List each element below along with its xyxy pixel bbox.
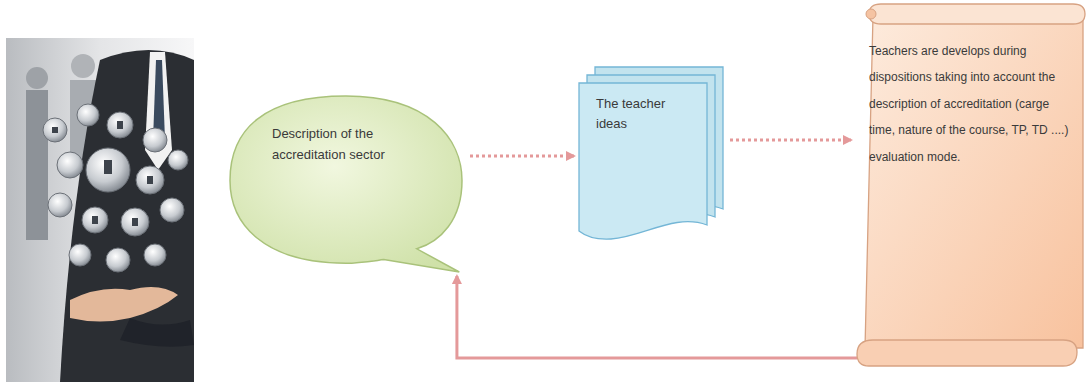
background-head xyxy=(26,67,48,89)
dotted-arrow xyxy=(470,155,574,158)
suit xyxy=(60,50,194,382)
scroll-note: Teachers are develops during disposition… xyxy=(855,2,1087,370)
sleeve xyxy=(120,318,194,347)
node-text: The teacher ideas xyxy=(596,94,700,134)
document-stack: The teacher ideas xyxy=(578,66,724,238)
shirt xyxy=(145,52,172,170)
background-head xyxy=(71,54,95,78)
hand xyxy=(70,287,178,322)
photo-background xyxy=(6,38,194,382)
bubble-outline xyxy=(228,94,464,274)
node-text: Description of the accreditation sector xyxy=(272,124,434,166)
dotted-arrow xyxy=(730,139,851,142)
feedback-arrow xyxy=(457,276,857,358)
node-text: Teachers are develops during disposition… xyxy=(869,38,1069,170)
background-person xyxy=(26,90,48,240)
docs-outline xyxy=(578,66,724,238)
speech-bubble: Description of the accreditation sector xyxy=(228,94,464,274)
